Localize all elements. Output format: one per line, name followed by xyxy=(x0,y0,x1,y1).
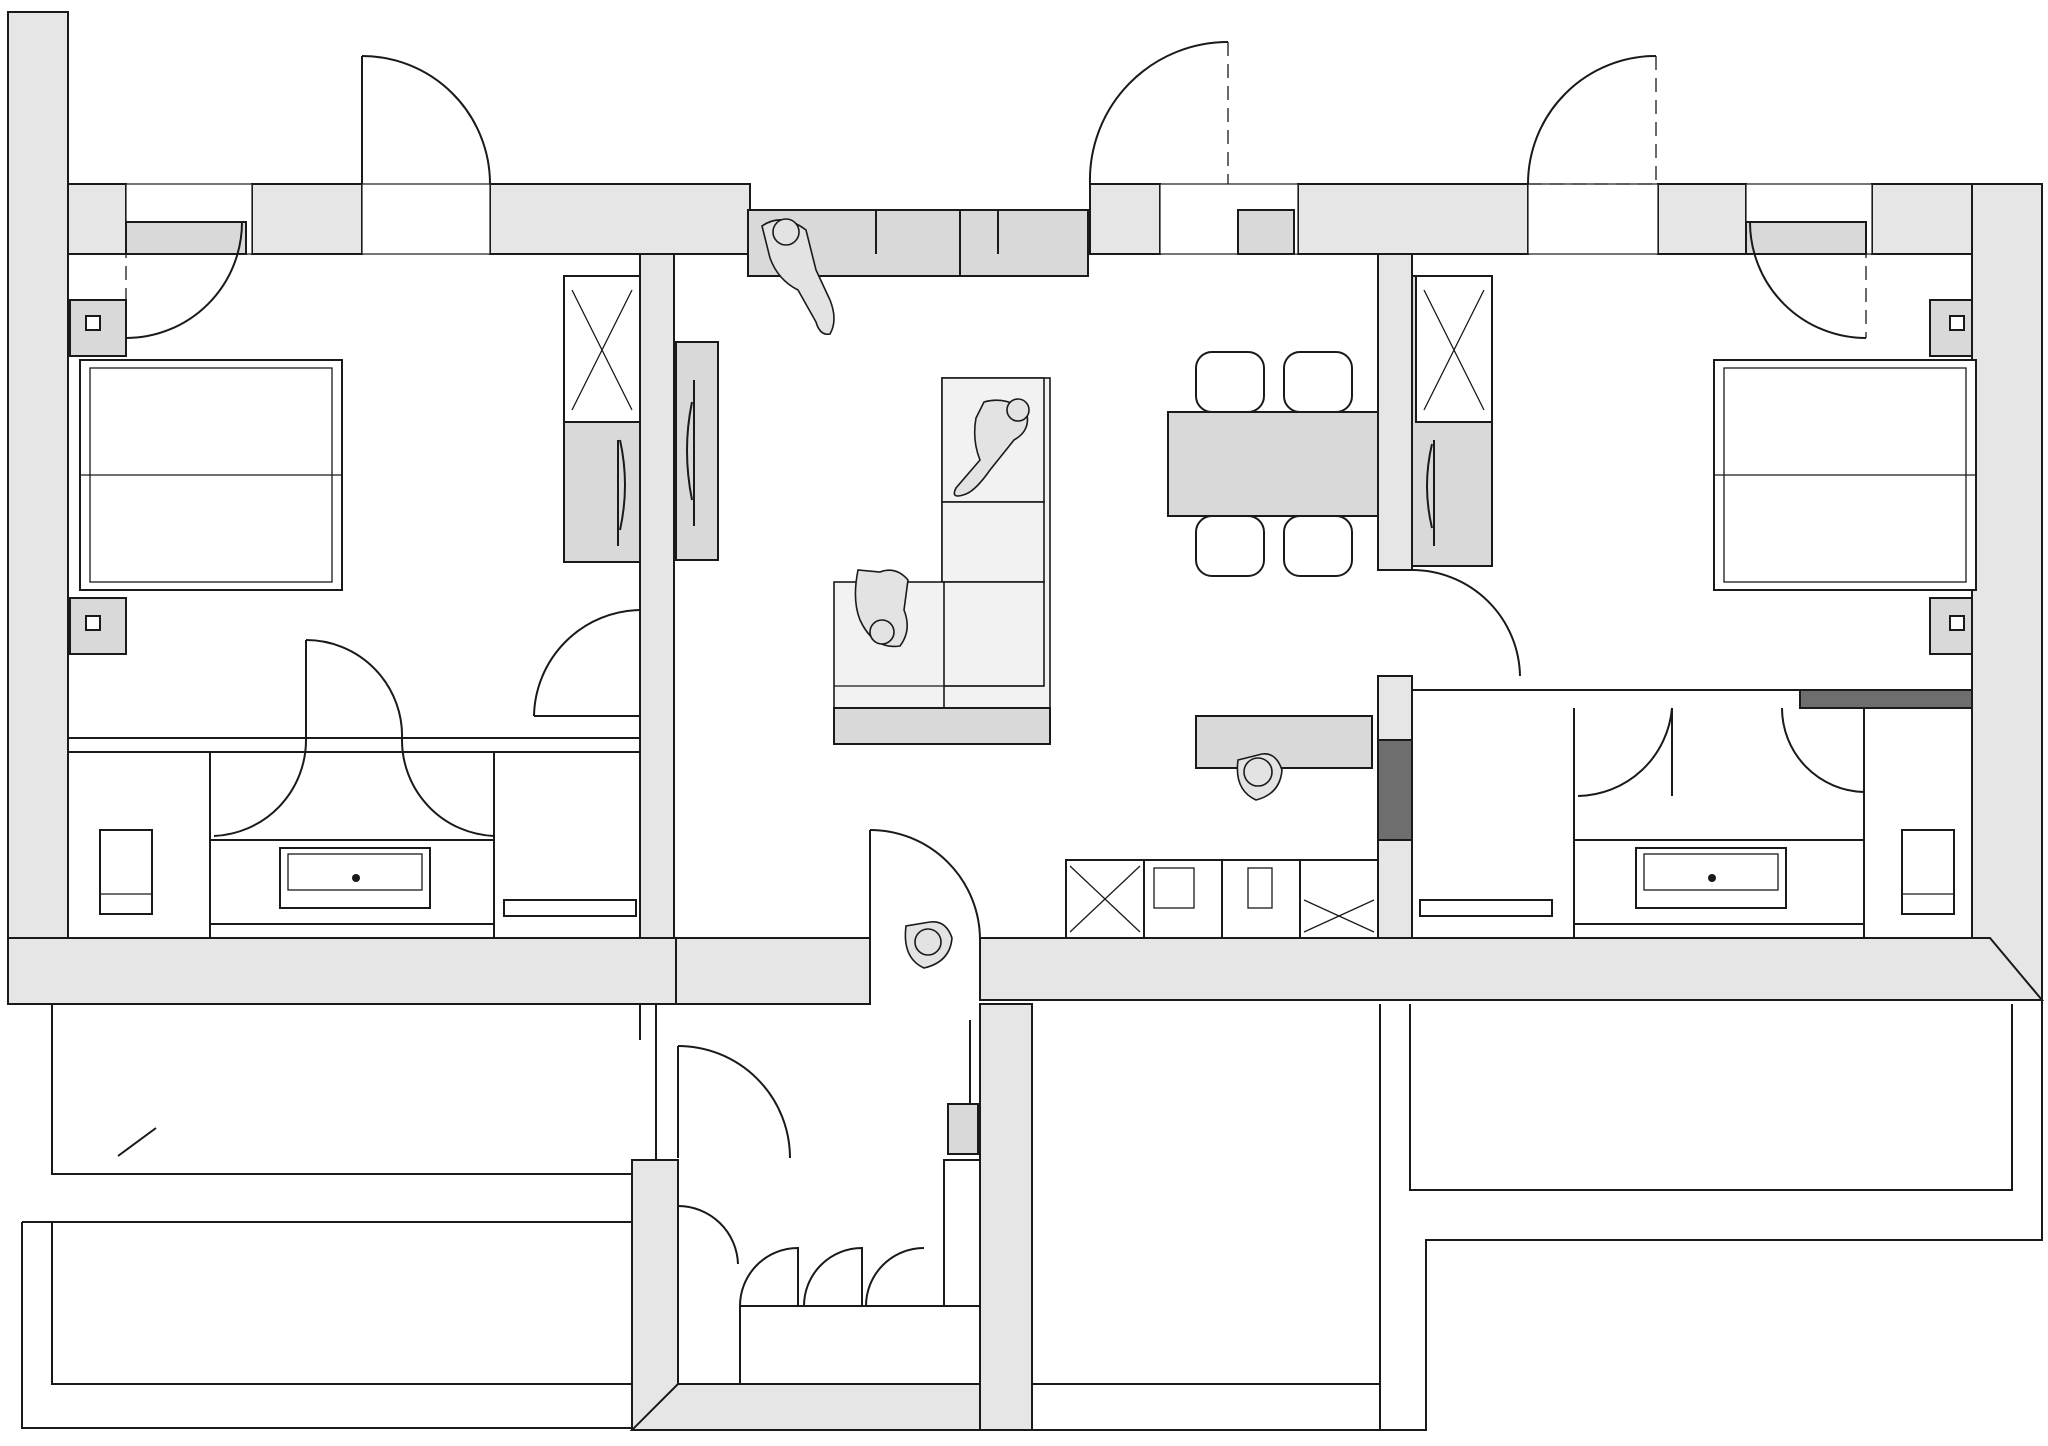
counter-x-2 xyxy=(1069,865,1141,933)
wall-bottom-mid xyxy=(675,937,871,1005)
dishwasher xyxy=(1247,867,1273,909)
wardrobe-left-x2 xyxy=(571,289,633,411)
door-swing-entrance xyxy=(869,829,981,941)
shower-left xyxy=(503,899,637,917)
wall-top-4 xyxy=(1089,183,1161,255)
tap-left xyxy=(352,874,360,882)
terrace-right-outer xyxy=(1032,1000,2043,1431)
shower-right xyxy=(1419,899,1553,917)
door-swing-corridor-1 xyxy=(677,1045,791,1159)
corridor-cabinet xyxy=(943,1159,981,1311)
person-kitchen-head xyxy=(1243,757,1273,787)
bathroom-right xyxy=(1419,707,1955,925)
window-top-5-sill xyxy=(1745,221,1867,255)
door-swing-bath-l2 xyxy=(213,739,308,837)
door-swing-top-1 xyxy=(361,55,491,185)
lower-area xyxy=(21,1000,2043,1431)
kitchen-island xyxy=(1195,715,1373,769)
balcony-left-inner xyxy=(51,1222,632,1385)
window-top-4 xyxy=(1527,183,1659,255)
bedroom-left xyxy=(69,275,641,717)
wall-top-6 xyxy=(1657,183,1747,255)
wall-bottom-left xyxy=(7,937,677,1005)
wall-top-1 xyxy=(67,183,127,255)
exterior-walls xyxy=(7,11,2045,1005)
person-sofa-2 xyxy=(854,569,909,648)
door-swing-bath-l3 xyxy=(400,739,495,837)
balcony-left-outline-2 xyxy=(21,1222,632,1429)
wall-top-2 xyxy=(251,183,363,255)
chair-2 xyxy=(1283,351,1353,413)
chair-1 xyxy=(1195,351,1265,413)
oven xyxy=(1153,867,1195,909)
sofa-seat-3 xyxy=(941,581,1045,687)
door-swing-closet-1 xyxy=(739,1246,799,1307)
sofa-base xyxy=(833,707,1051,745)
door-swing-bed-l xyxy=(125,221,243,339)
wardrobe-right-hanger xyxy=(1426,443,1433,529)
balcony-mark xyxy=(117,1127,157,1157)
door-swing-closet-2 xyxy=(803,1246,863,1307)
wall-int-right-bedroom xyxy=(1377,253,1413,571)
corridor-wall-bottom xyxy=(629,1383,1033,1431)
wall-top-3 xyxy=(489,183,751,255)
door-swing-bed-right xyxy=(1411,569,1521,677)
living-room xyxy=(675,218,1379,969)
tv-cabinet xyxy=(675,341,719,561)
wardrobe-right-x2 xyxy=(1423,289,1485,411)
lamp-left-bot xyxy=(85,615,101,631)
door-swing-bed-r xyxy=(1749,221,1867,339)
window-top-3-sill xyxy=(1237,209,1295,255)
wardrobe-left-hanger xyxy=(619,439,626,531)
person-entrance-head xyxy=(914,928,942,956)
wall-int-right-dark xyxy=(1377,739,1413,841)
sofa-seat-2 xyxy=(941,501,1045,583)
bathroom-left xyxy=(99,638,637,925)
dining-table xyxy=(1167,411,1379,517)
counter-x-4 xyxy=(1303,899,1375,933)
top-doors xyxy=(125,41,1867,339)
chair-3 xyxy=(1195,515,1265,577)
terrace-right xyxy=(1409,1004,2013,1191)
person-sofa-2-head xyxy=(869,619,895,645)
corridor-appliance xyxy=(947,1103,979,1155)
wall-bath-right-dark xyxy=(1799,689,1973,709)
door-swing-top-2 xyxy=(1088,41,1229,185)
lamp-right-bot xyxy=(1949,615,1965,631)
door-swing-corridor-2 xyxy=(677,1205,739,1265)
wall-bottom-right xyxy=(979,937,2045,1001)
window-top-1-sill xyxy=(125,221,247,255)
closet xyxy=(739,1305,981,1385)
lamp-left-top xyxy=(85,315,101,331)
washbasin-right-inner xyxy=(1643,853,1779,891)
person-window-head xyxy=(772,218,800,246)
door-swing-bed-left xyxy=(533,609,641,717)
corridor-wall-right xyxy=(979,1003,1033,1431)
balcony-left-outline xyxy=(51,1004,632,1175)
tv-hanger xyxy=(686,401,693,501)
door-swing-closet-3 xyxy=(865,1247,925,1307)
bedroom-right xyxy=(1411,275,1977,677)
terrace-outline xyxy=(1031,1004,1381,1385)
wall-int-left-bedroom xyxy=(639,253,675,939)
washbasin-left-inner xyxy=(287,853,423,891)
wall-top-5 xyxy=(1297,183,1529,255)
chair-4 xyxy=(1283,515,1353,577)
door-swing-bath-r1 xyxy=(1577,707,1673,797)
toilet-right xyxy=(1901,829,1955,915)
person-sofa-1-head xyxy=(1006,398,1030,422)
door-swing-bath-l1 xyxy=(305,638,404,741)
wall-left xyxy=(7,11,69,941)
tap-right xyxy=(1708,874,1716,882)
lamp-right-top xyxy=(1949,315,1965,331)
wall-right xyxy=(1971,183,2043,1003)
nightstand-left-bot xyxy=(69,597,127,655)
wall-top-7 xyxy=(1871,183,1973,255)
door-swing-bath-r2 xyxy=(1781,707,1865,793)
window-top-2 xyxy=(361,183,491,255)
toilet-left xyxy=(99,829,153,915)
door-swing-top-3 xyxy=(1527,55,1657,185)
